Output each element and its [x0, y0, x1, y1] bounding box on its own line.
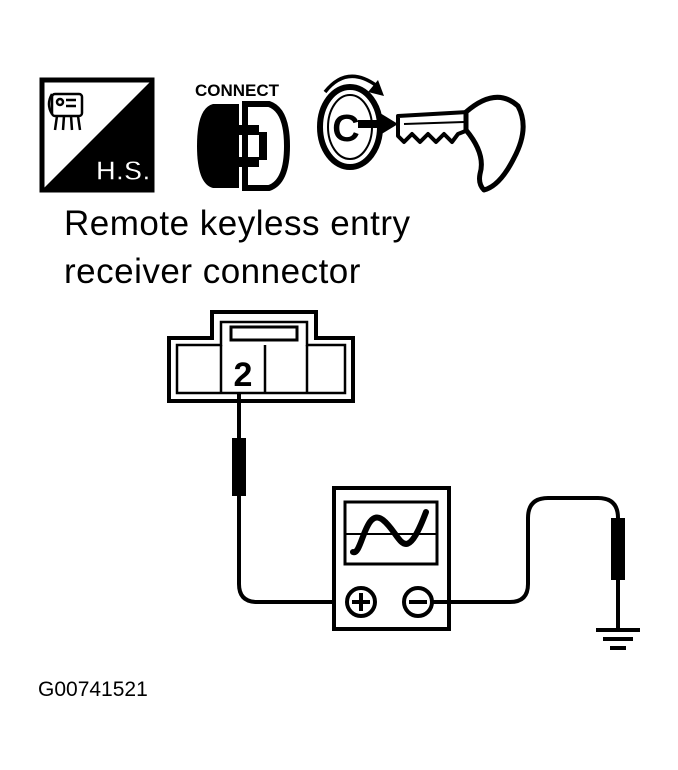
figure-id: G00741521: [38, 678, 148, 701]
caption-line-1: Remote keyless entry: [64, 204, 411, 243]
tester-sketch-icon: [47, 92, 84, 131]
positive-terminal-icon: [345, 586, 377, 618]
ground-icon: [596, 628, 640, 650]
positive-probe-lead: [232, 394, 340, 604]
receiver-connector: 2: [167, 310, 355, 403]
negative-probe-lead: [432, 496, 625, 628]
ignition-symbol: C: [332, 108, 359, 150]
connect-label: CONNECT: [195, 81, 280, 100]
hand-tester-hs-icon: H.S.: [39, 77, 155, 193]
negative-terminal-icon: [402, 586, 434, 618]
terminal-2-label: 2: [234, 356, 253, 394]
caption-line-2: receiver connector: [64, 252, 361, 291]
ignition-key-icon: C: [317, 74, 526, 193]
oscilloscope-meter: [332, 486, 451, 631]
sine-wave-trace: [350, 509, 429, 555]
hs-label: H.S.: [96, 155, 150, 186]
connector-connected-icon: CONNECT: [195, 81, 291, 191]
